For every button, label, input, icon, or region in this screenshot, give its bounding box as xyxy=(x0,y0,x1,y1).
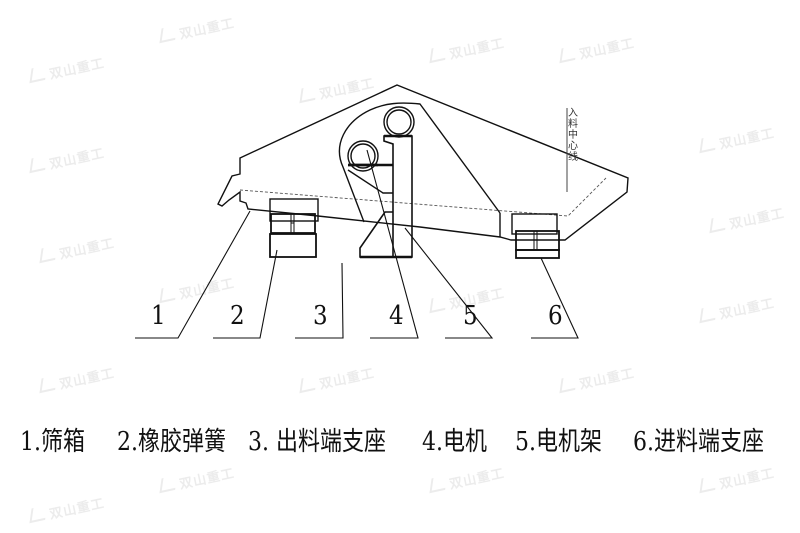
screen-deck-line xyxy=(239,177,607,217)
discharge-end-support xyxy=(269,233,317,258)
legend-item-motor: 4.电机 xyxy=(422,427,488,458)
leader-1 xyxy=(135,210,251,339)
side-plate-outline xyxy=(338,102,501,223)
callout-4: 4 xyxy=(389,301,404,331)
feed-centerline-label: 入料中心线 xyxy=(568,108,578,163)
motor-frame-brace xyxy=(347,169,393,194)
motor-frame-column xyxy=(383,135,413,258)
rubber-spring xyxy=(270,213,316,234)
legend-item-screen-box: 1.筛箱 xyxy=(20,427,86,458)
callout-2: 2 xyxy=(230,301,245,331)
legend-item-feed-support: 6.进料端支座 xyxy=(633,427,765,458)
leader-4 xyxy=(366,149,419,339)
motor-frame-gusset xyxy=(359,211,393,258)
leader-lines xyxy=(135,149,579,339)
leader-6 xyxy=(531,257,579,339)
rubber-spring-divider xyxy=(290,214,295,233)
legend-item-motor-frame: 5.电机架 xyxy=(515,427,603,458)
callout-3: 3 xyxy=(313,301,328,331)
feed-end-support xyxy=(515,249,560,259)
callout-5: 5 xyxy=(463,301,478,331)
callout-1: 1 xyxy=(151,301,166,331)
legend-item-discharge-support: 3. 出料端支座 xyxy=(248,427,386,458)
motor-upper xyxy=(383,106,415,138)
motor-lower xyxy=(347,140,379,172)
leader-2 xyxy=(213,249,278,339)
legend-item-rubber-spring: 2.橡胶弹簧 xyxy=(117,427,227,458)
parts-legend: 1.筛箱 2.橡胶弹簧 3. 出料端支座 4.电机 5.电机架 6.进料端支座 xyxy=(0,420,800,460)
screen-box-outline xyxy=(217,84,629,241)
leader-3 xyxy=(295,262,344,339)
leader-5 xyxy=(404,227,494,339)
callout-6: 6 xyxy=(548,301,563,331)
